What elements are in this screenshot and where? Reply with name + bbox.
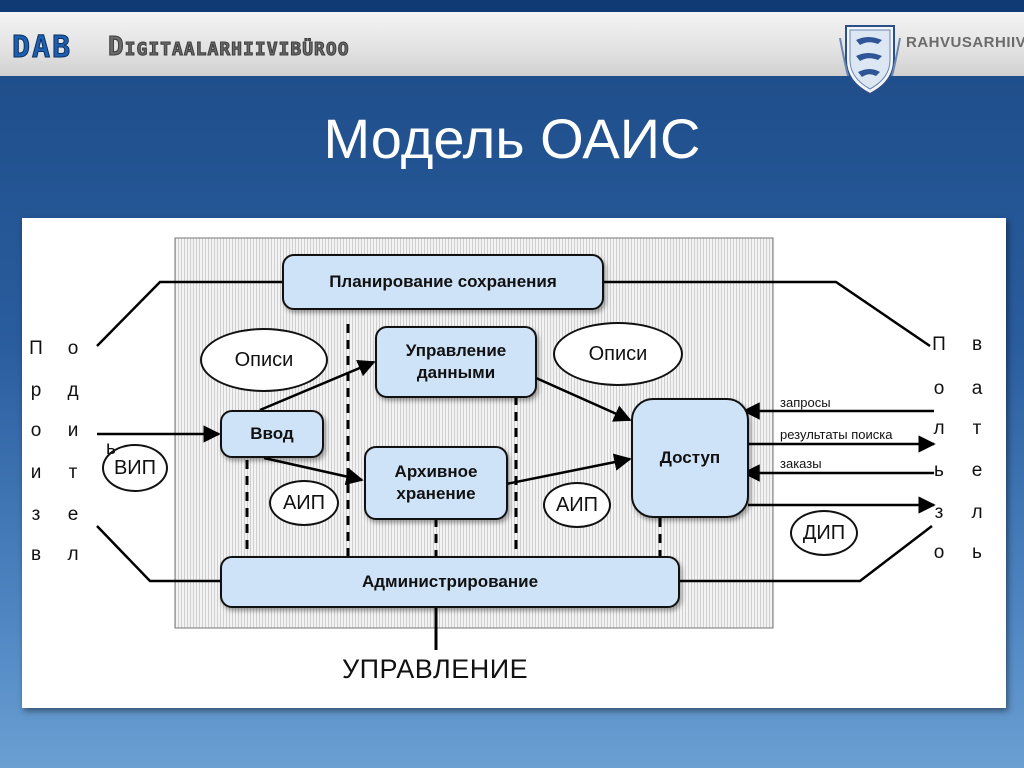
consumer-link-top	[604, 280, 931, 348]
descriptions-left-oval: Описи	[200, 328, 328, 392]
consumer-letter: з	[934, 502, 944, 523]
producer-letter: в	[30, 544, 42, 565]
producer-letter: р	[30, 380, 42, 401]
consumer-letter: а	[971, 378, 983, 399]
consumer-letter: т	[972, 418, 982, 439]
producer-letter: и	[67, 420, 79, 441]
producer-letter: о	[30, 420, 42, 441]
coat-of-arms-icon	[839, 25, 901, 96]
brand-short-logo: DAB	[11, 30, 73, 66]
diagram-panel: Планирование сохранения Управление данны…	[22, 218, 1006, 708]
consumer-letter: л	[933, 418, 945, 439]
top-accent-bar	[0, 0, 1024, 12]
producer-letter: з	[31, 504, 41, 525]
consumer-letter: о	[933, 542, 945, 563]
slide-title: Модель ОАИС	[323, 107, 701, 170]
administration-box: Администрирование	[220, 556, 680, 608]
search-results-label: результаты поиска	[780, 427, 893, 442]
consumer-letter: е	[971, 460, 983, 481]
consumer-letter: ь	[934, 460, 944, 481]
producer-letter: и	[30, 462, 42, 483]
orders-label: заказы	[780, 456, 822, 471]
consumer-letter: ь	[972, 542, 982, 563]
data-management-box: Управление данными	[375, 326, 537, 398]
producer-letter: о	[67, 338, 79, 359]
arrow-data-management-to-access	[535, 376, 632, 422]
archival-storage-box: Архивное хранение	[364, 446, 508, 520]
producer-letter: л	[67, 544, 79, 565]
arrow-ingest-to-data-management	[259, 360, 376, 412]
producer-letter: д	[67, 380, 79, 401]
sip-oval: ВИП	[102, 444, 168, 492]
arrow-ingest-to-archival-storage	[263, 456, 364, 486]
consumer-letter: л	[971, 502, 983, 523]
producer-letter: ь	[106, 438, 116, 459]
consumer-letter: о	[933, 378, 945, 399]
producer-letter: е	[67, 504, 79, 525]
descriptions-right-oval: Описи	[553, 322, 683, 386]
producer-link-bottom	[96, 525, 222, 583]
dip-oval: ДИП	[790, 510, 858, 556]
consumer-letter: в	[971, 334, 983, 355]
queries-label: запросы	[780, 395, 831, 410]
aip-right-oval: АИП	[543, 482, 611, 528]
aip-left-oval: АИП	[269, 480, 339, 526]
arrow-archival-storage-to-access	[505, 453, 632, 486]
ingest-box: Ввод	[220, 410, 324, 458]
archive-name: RAHVUSARHIIV	[906, 34, 1024, 51]
consumer-link-bottom	[680, 525, 933, 583]
producer-link-top	[96, 280, 284, 347]
brand-name: Digitaalarhiivibüroo	[108, 32, 350, 63]
access-box: Доступ	[631, 398, 749, 518]
preservation-planning-box: Планирование сохранения	[282, 254, 604, 310]
consumer-letter: П	[932, 334, 946, 355]
producer-letter: т	[68, 462, 78, 483]
producer-letter: П	[29, 338, 43, 359]
management-label: УПРАВЛЕНИЕ	[342, 654, 529, 684]
